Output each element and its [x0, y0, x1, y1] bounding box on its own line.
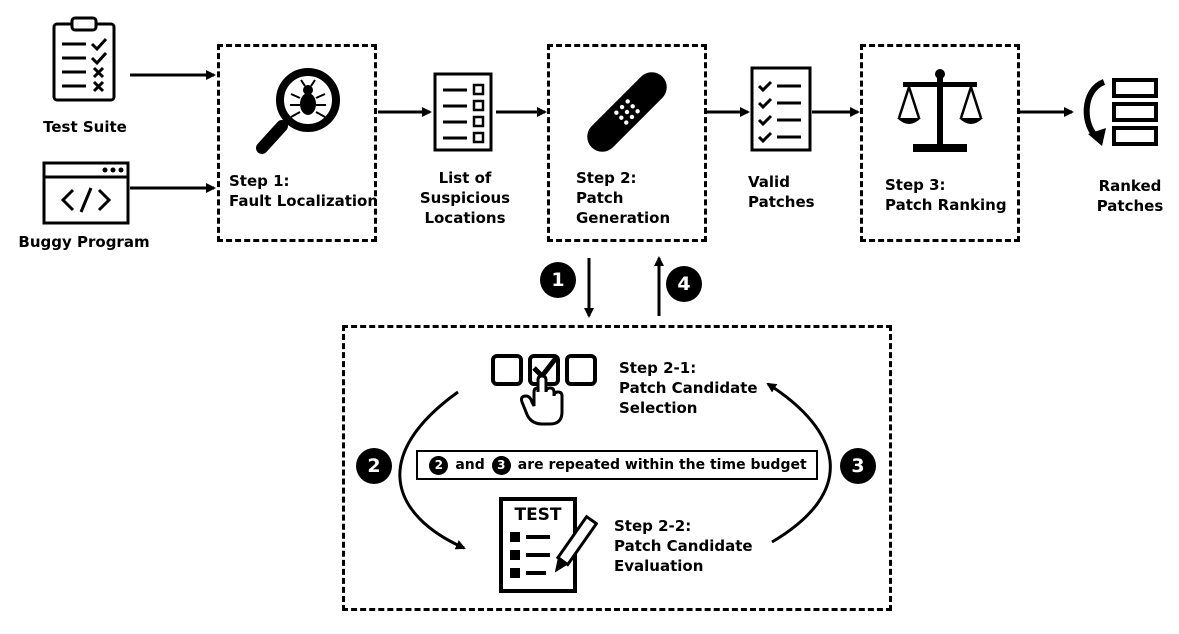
badge-3: 3	[840, 448, 876, 484]
note-and: and	[455, 457, 485, 473]
selection-line3: Selection	[619, 399, 698, 417]
evaluation-label: Step 2-2: Patch Candidate Evaluation	[614, 516, 753, 576]
arrow-curve-right	[766, 382, 832, 544]
evaluation-line2: Patch Candidate	[614, 537, 753, 555]
buggy-program-label: Buggy Program	[18, 233, 150, 251]
step2-line1: Step 2:	[576, 169, 637, 187]
clipboard-checklist-icon	[52, 16, 116, 102]
note-rest: are repeated within the time budget	[517, 457, 807, 473]
badge-2: 2	[356, 448, 392, 484]
step1-line2: Fault Localization	[229, 192, 379, 210]
test-suite-label: Test Suite	[43, 118, 127, 136]
note-badge-2: 2	[429, 455, 449, 475]
step1-box	[217, 44, 377, 242]
step2-label: Step 2: Patch Generation	[576, 168, 670, 228]
note-badge-3: 3	[491, 455, 511, 475]
valid-line1: Valid	[748, 173, 790, 191]
suspicious-line1: List of	[438, 169, 492, 187]
checklist-document-icon	[750, 66, 812, 152]
selection-label: Step 2-1: Patch Candidate Selection	[619, 358, 758, 418]
evaluation-line1: Step 2-2:	[614, 517, 692, 535]
step2-box	[547, 44, 707, 242]
checkbox-hand-icon	[491, 354, 597, 426]
valid-label: Valid Patches	[748, 172, 815, 212]
code-window-icon	[42, 161, 130, 225]
arrow-curve-left	[398, 390, 466, 550]
badge-1: 1	[540, 262, 576, 298]
repeat-note: 2 and 3 are repeated within the time bud…	[416, 450, 818, 480]
ranked-line1: Ranked	[1098, 177, 1162, 195]
step3-line2: Patch Ranking	[885, 196, 1007, 214]
suspicious-line2: Suspicious	[419, 189, 511, 207]
valid-line2: Patches	[748, 193, 815, 211]
step2-line2: Patch	[576, 189, 624, 207]
bandage-icon	[587, 72, 667, 152]
badge-4: 4	[666, 266, 702, 302]
magnifier-bug-icon	[256, 68, 340, 154]
ranked-list-icon	[1083, 78, 1158, 146]
balance-scale-icon	[897, 69, 983, 152]
suspicious-line3: Locations	[424, 209, 506, 227]
step1-line1: Step 1:	[229, 172, 290, 190]
selection-line2: Patch Candidate	[619, 379, 758, 397]
list-document-icon	[433, 72, 493, 152]
ranked-line2: Patches	[1096, 197, 1164, 215]
step3-line1: Step 3:	[885, 176, 946, 194]
evaluation-line3: Evaluation	[614, 557, 704, 575]
step3-label: Step 3: Patch Ranking	[885, 175, 1007, 215]
test-sheet-title: TEST	[514, 505, 561, 525]
suspicious-label: List of Suspicious Locations	[415, 168, 515, 228]
selection-line1: Step 2-1:	[619, 359, 697, 377]
step1-label: Step 1: Fault Localization	[229, 171, 378, 211]
step2-line3: Generation	[576, 209, 671, 227]
ranked-label: Ranked Patches	[1085, 176, 1175, 216]
loop-box	[342, 325, 892, 611]
step3-box	[860, 44, 1020, 242]
test-sheet-pencil-icon: TEST	[499, 497, 598, 593]
